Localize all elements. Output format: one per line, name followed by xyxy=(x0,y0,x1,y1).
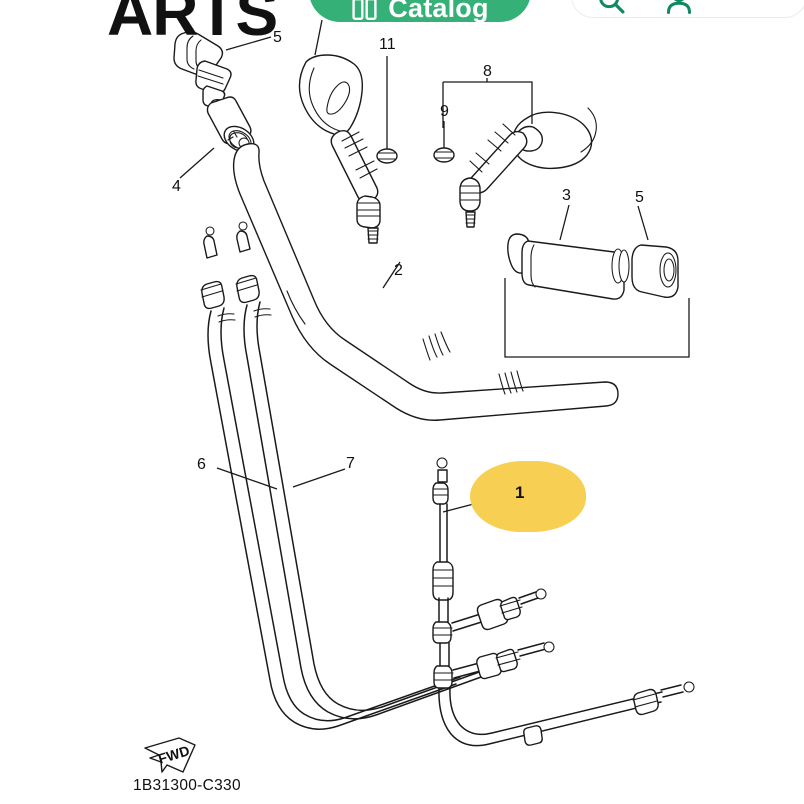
top-chrome: Catalog xyxy=(0,0,804,44)
left-mirror-group xyxy=(298,19,398,244)
part-1-highlight xyxy=(470,461,586,532)
right-mirror-group xyxy=(433,78,597,228)
callout-3: 3 xyxy=(562,187,571,204)
callout-5-left: 5 xyxy=(273,29,282,46)
callout-6: 6 xyxy=(197,456,206,473)
catalog-book-icon xyxy=(352,0,377,21)
left-cable-pair-group xyxy=(200,221,511,730)
callout-5-right: 5 xyxy=(635,189,644,206)
user-account-icon[interactable] xyxy=(664,0,694,15)
grip-assembly-group xyxy=(504,204,690,358)
callout-7: 7 xyxy=(346,455,355,472)
callout-4: 4 xyxy=(172,178,181,195)
search-icon[interactable] xyxy=(596,0,626,15)
page-title: ARTS xyxy=(107,0,278,49)
callout-11: 11 xyxy=(379,36,396,53)
handlebar-group xyxy=(232,143,619,421)
callout-8: 8 xyxy=(483,63,492,80)
diagram-part-number: 1B31300-C330 xyxy=(133,777,241,794)
cable-ends-group xyxy=(451,588,555,680)
callout-9: 9 xyxy=(440,103,449,120)
catalog-button[interactable]: Catalog xyxy=(309,0,531,22)
fwd-arrow-icon: FWD xyxy=(144,737,196,773)
search-account-card[interactable] xyxy=(571,0,804,18)
callout-2: 2 xyxy=(394,262,403,279)
catalog-button-label: Catalog xyxy=(388,0,489,23)
callout-1: 1 xyxy=(515,483,525,502)
